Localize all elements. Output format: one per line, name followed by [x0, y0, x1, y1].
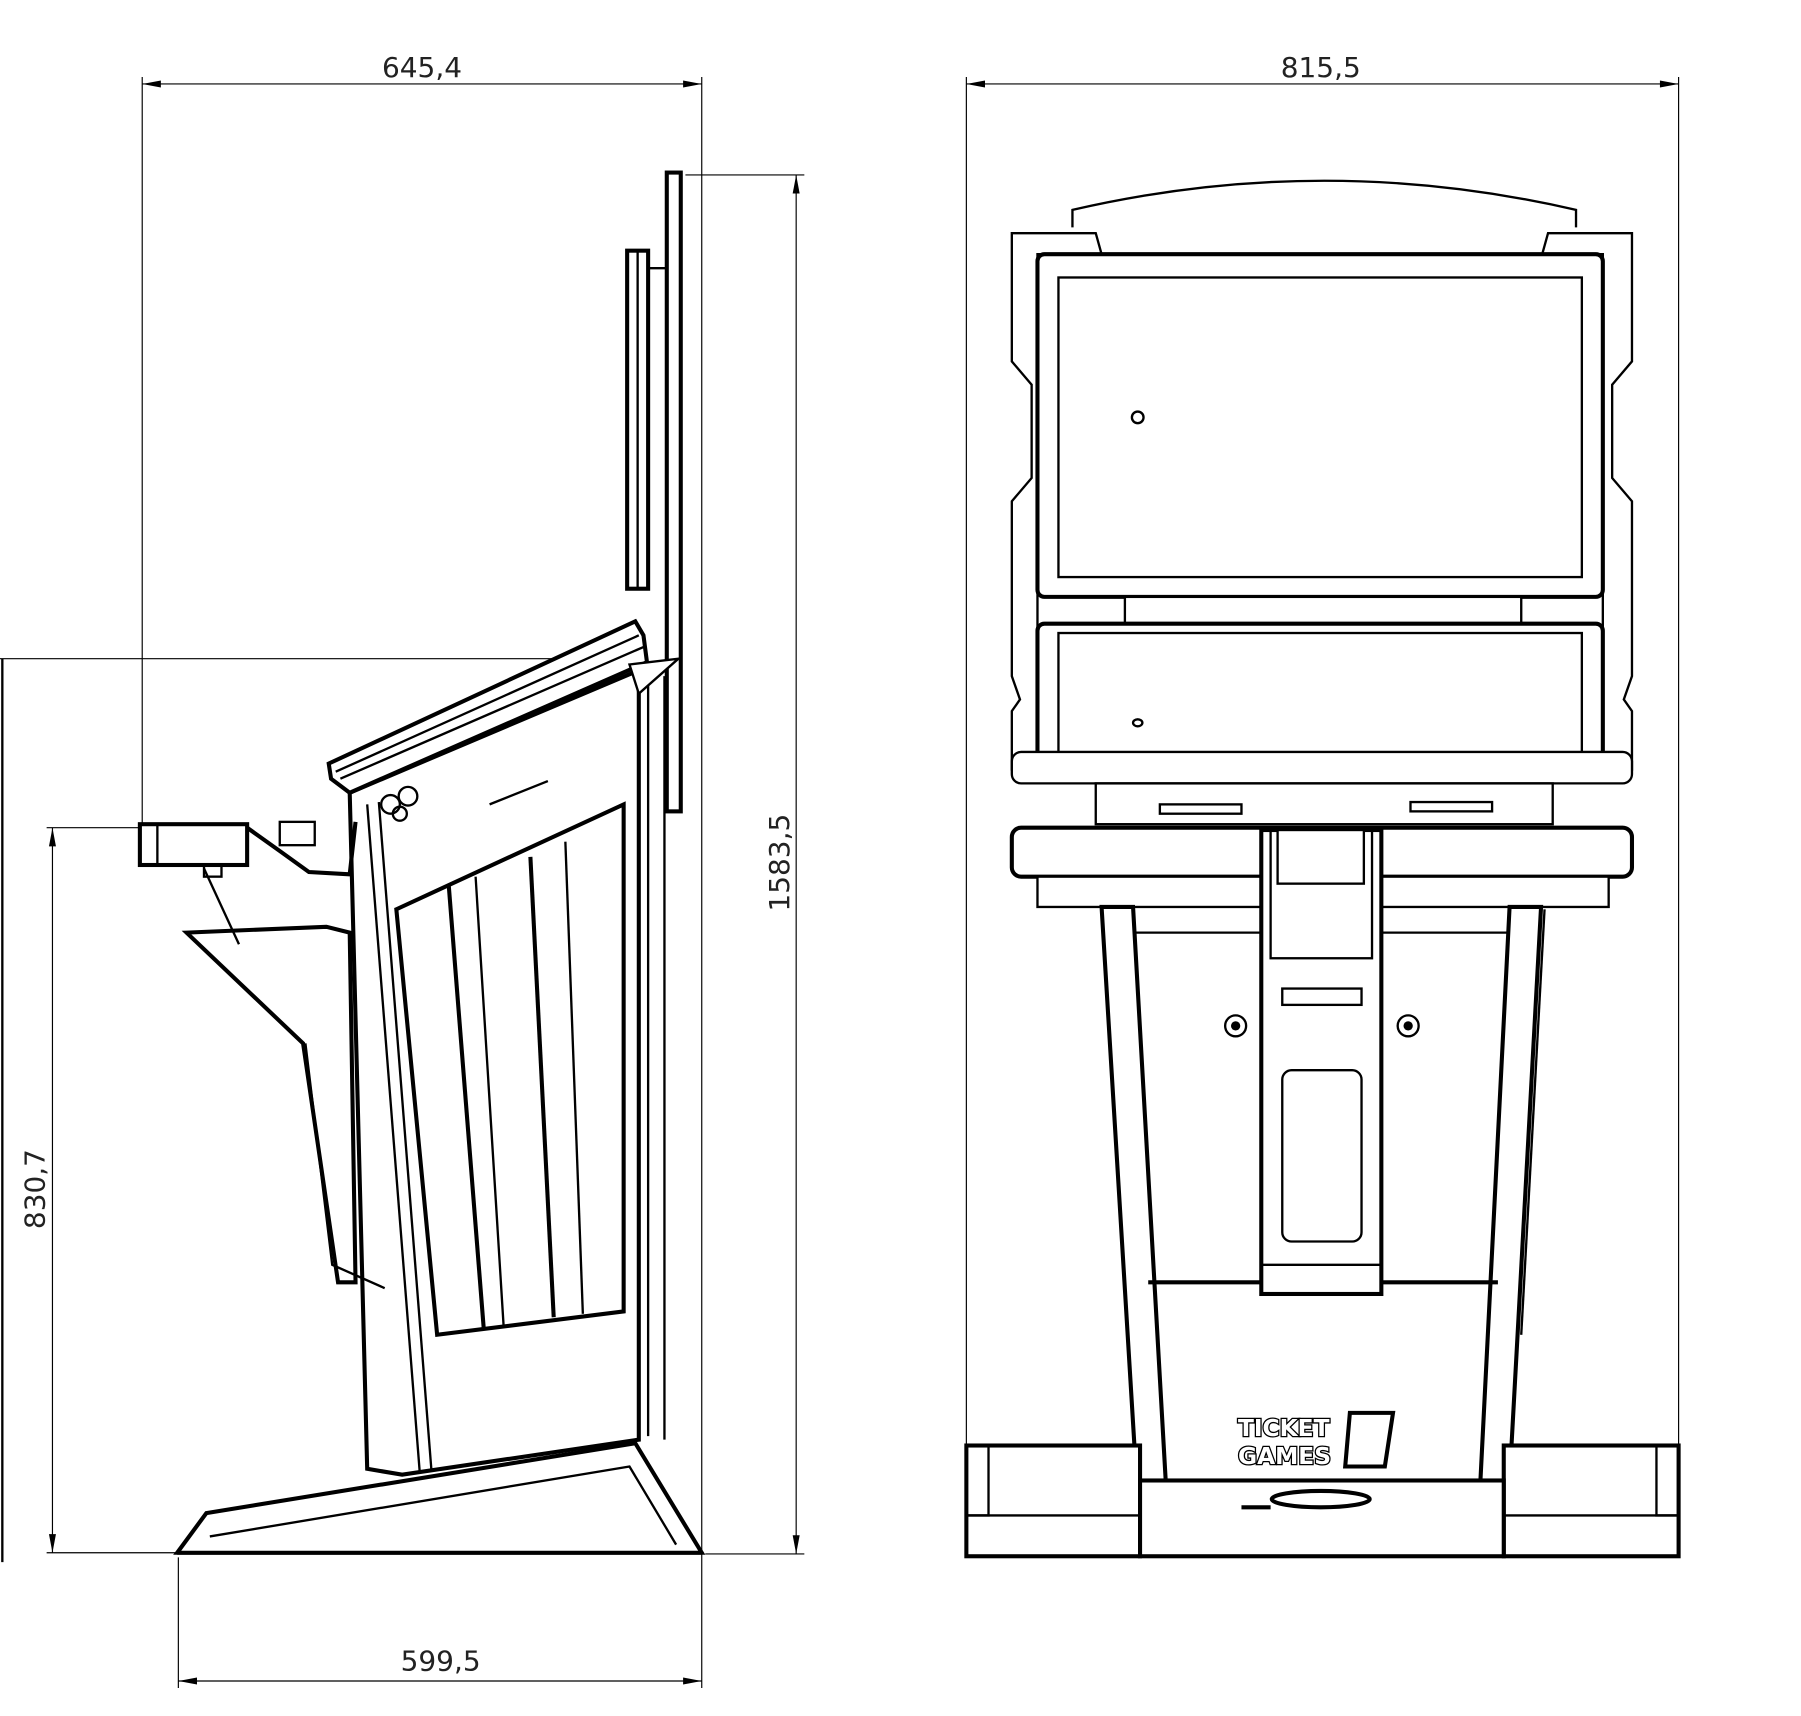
- front-view: 815,5: [964, 51, 1681, 1559]
- dimension-label-830: 830,7: [18, 1149, 51, 1229]
- dimension-label-815: 815,5: [1281, 51, 1361, 84]
- svg-text:TICKET: TICKET: [1238, 1415, 1330, 1442]
- dimension-overall-height: 1583,5: [685, 174, 805, 1555]
- cabinet-side-outline: [137, 170, 706, 1555]
- side-view: 645,4 1583,5 830,7 599,5: [0, 51, 805, 1688]
- dimension-label-645: 645,4: [382, 51, 462, 84]
- svg-text:GAMES: GAMES: [1238, 1443, 1331, 1470]
- dimension-base-depth: 599,5: [177, 1557, 702, 1688]
- dimension-label-599: 599,5: [401, 1644, 481, 1677]
- dimension-label-1583: 1583,5: [763, 814, 796, 912]
- dimension-overall-width: 815,5: [965, 51, 1680, 1557]
- dimension-top-depth: 645,4: [141, 51, 703, 1688]
- dimension-deck-height: 830,7: [0, 658, 636, 1563]
- cabinet-front-outline: [964, 179, 1681, 1559]
- ticket-games-logo: TICKET GAMES: [1237, 1410, 1396, 1471]
